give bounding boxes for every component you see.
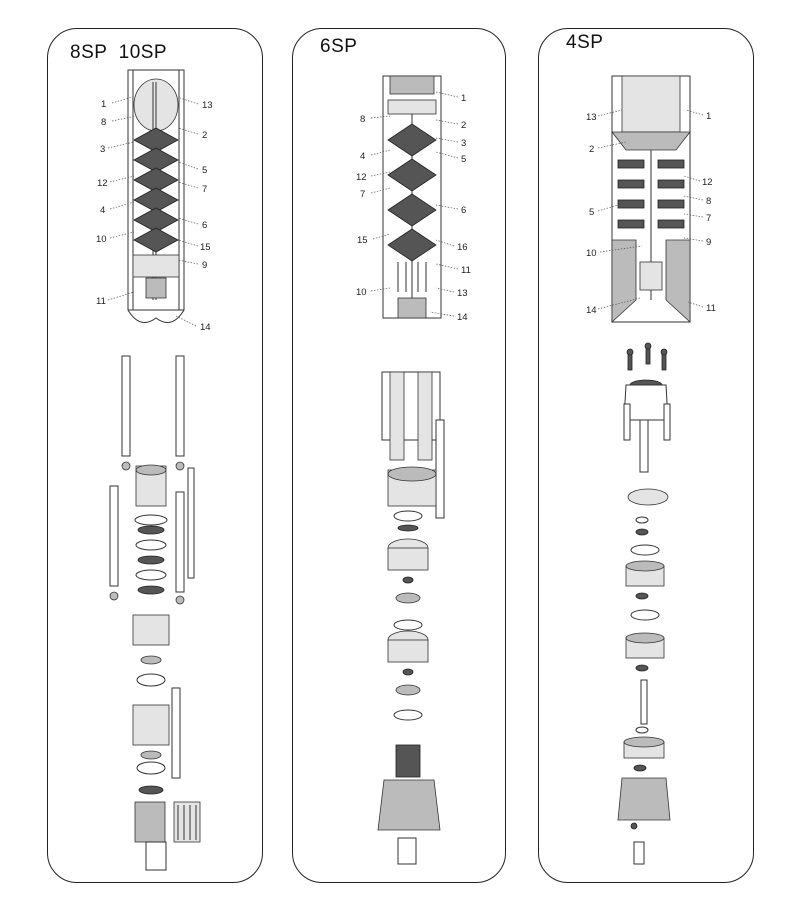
callout-label: 14	[457, 312, 468, 323]
sectional-view-8sp-10sp	[127, 69, 185, 323]
exploded-view-6sp	[377, 371, 445, 865]
callout-label: 12	[702, 177, 713, 188]
callout-label: 11	[461, 265, 471, 276]
callout-label: 12	[97, 178, 108, 189]
callout-label: 5	[202, 165, 207, 176]
callout-label: 3	[461, 138, 466, 149]
callout-label: 11	[96, 296, 106, 307]
callout-label: 8	[101, 117, 106, 128]
callout-label: 8	[706, 196, 711, 207]
callout-label: 4	[360, 151, 365, 162]
callout-label: 10	[96, 234, 107, 245]
callout-label: 7	[360, 189, 365, 200]
callout-label: 10	[356, 287, 367, 298]
callout-label: 5	[589, 207, 594, 218]
callout-label: 3	[100, 144, 105, 155]
callout-label: 11	[706, 303, 716, 314]
callout-label: 1	[706, 111, 711, 122]
panel-title-6sp: 6SP	[320, 36, 358, 57]
callout-label: 14	[586, 305, 597, 316]
callout-label: 8	[360, 114, 365, 125]
callout-label: 2	[461, 120, 466, 131]
panel-title-4sp: 4SP	[566, 32, 604, 53]
callout-label: 13	[586, 112, 597, 123]
callout-label: 15	[357, 235, 368, 246]
callout-label: 9	[706, 237, 711, 248]
callout-label: 2	[202, 130, 207, 141]
exploded-view-8sp-10sp	[109, 355, 201, 871]
callout-label: 7	[706, 213, 711, 224]
sectional-view-6sp	[382, 75, 442, 319]
callout-label: 5	[461, 154, 466, 165]
sectional-view-4sp	[611, 75, 691, 323]
callout-label: 6	[461, 205, 466, 216]
callout-label: 12	[356, 172, 367, 183]
callout-label: 6	[202, 220, 207, 231]
callout-label: 16	[457, 242, 468, 253]
callout-label: 4	[100, 205, 105, 216]
callout-label: 1	[101, 99, 106, 110]
callout-label: 2	[589, 144, 594, 155]
callouts-8sp-10sp: 1 8 3 12 4 10 11 13 2 5 7 6 15 9 14	[96, 95, 213, 333]
callouts-6sp: 8 4 12 7 15 10 1 2 3 5 6 16 11 13 14	[356, 91, 471, 323]
callout-label: 9	[202, 260, 207, 271]
callout-label: 7	[202, 184, 207, 195]
panel-title-8sp-10sp: 8SP 10SP	[70, 42, 168, 63]
callout-label: 1	[461, 93, 466, 104]
callout-label: 10	[586, 248, 597, 259]
callout-label: 13	[457, 288, 468, 299]
callouts-4sp: 13 2 5 10 14 1 12 8 7 9 11	[586, 109, 716, 316]
callout-label: 14	[200, 322, 211, 333]
callout-label: 13	[202, 100, 213, 111]
callout-label: 15	[200, 242, 211, 253]
exploded-view-4sp	[617, 342, 671, 865]
